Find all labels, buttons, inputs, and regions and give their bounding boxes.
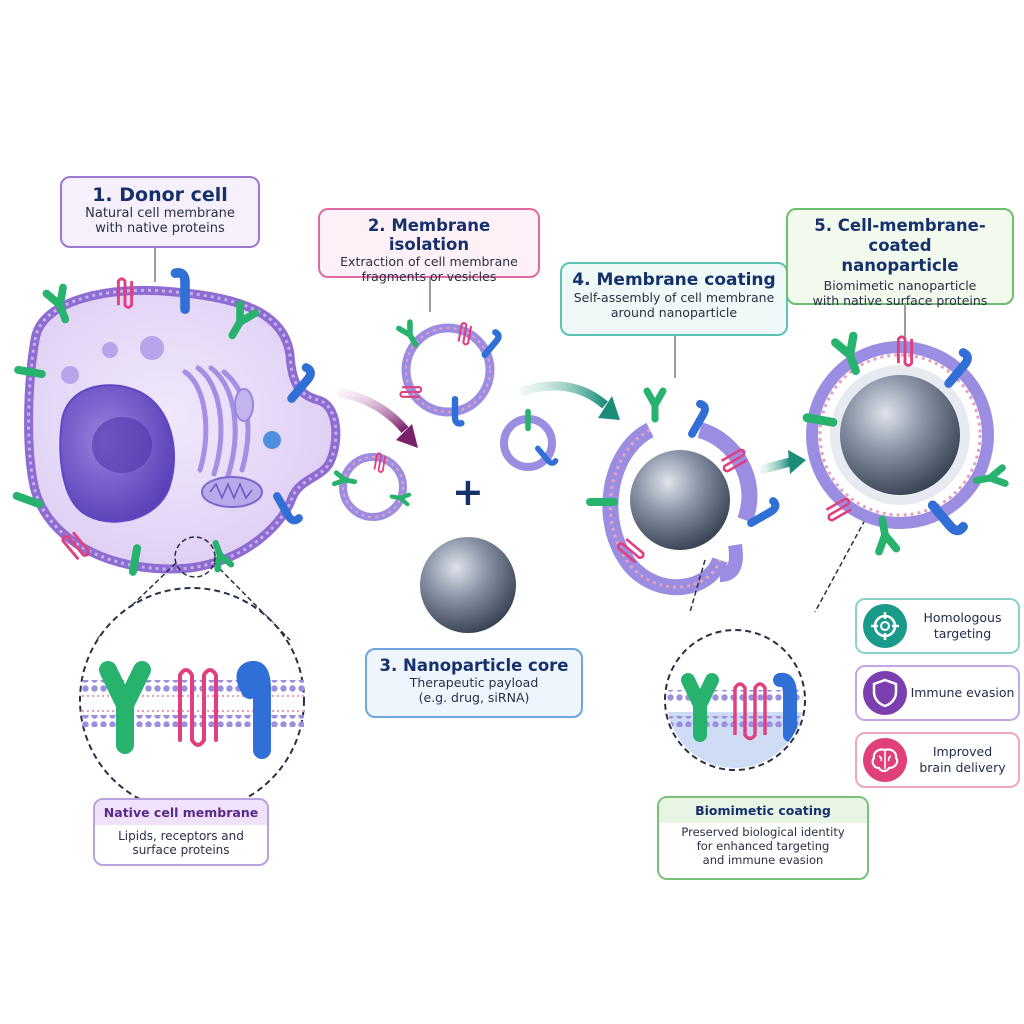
receptor-rod <box>12 491 44 509</box>
plus-sign: + <box>452 470 484 514</box>
surface-receptors <box>12 268 1009 576</box>
nanoparticle-core-label: 3. Nanoparticle core Therapeutic payload… <box>365 648 583 718</box>
nucleolus <box>92 417 152 473</box>
receptor-coil <box>616 537 645 564</box>
receptor-rod <box>802 413 838 427</box>
receptor-y <box>396 319 419 348</box>
nanoparticle-core-desc: Therapeutic payload (e.g. drug, siRNA) <box>409 675 539 705</box>
receptor-blue <box>170 268 190 315</box>
native-membrane-label: Native cell membrane Lipids, receptors a… <box>93 798 269 866</box>
receptor-coil <box>825 497 853 522</box>
receptor-y <box>972 464 1009 487</box>
receptor-blue <box>747 497 780 527</box>
benefit-immune-evasion-label: Immune evasion <box>910 685 1015 701</box>
coated-nanoparticle <box>806 341 994 529</box>
arrow-coating <box>518 381 608 409</box>
biomimetic-coating-desc: Preserved biological identity for enhanc… <box>681 825 845 867</box>
membrane-coating-label: 4. Membrane coating Self-assembly of cel… <box>560 262 788 336</box>
receptor-y <box>389 492 412 507</box>
receptor-blue <box>451 395 465 427</box>
receptor-coil <box>896 335 914 367</box>
receptor-coil <box>61 531 90 561</box>
receptor-blue <box>927 500 968 536</box>
receptor-rod <box>128 544 142 576</box>
receptor-coil <box>116 277 134 309</box>
receptor-y <box>228 300 260 340</box>
receptor-blue <box>535 445 559 466</box>
donor-cell-title: 1. Donor cell <box>92 184 228 206</box>
membrane-coating-desc: Self-assembly of cell membrane around na… <box>573 290 775 320</box>
shield-icon <box>863 671 907 715</box>
receptor-y <box>643 387 667 423</box>
coating-assembly <box>602 422 758 596</box>
brain-icon <box>863 738 907 782</box>
biomimetic-coating-title: Biomimetic coating <box>659 798 867 823</box>
receptor-blue <box>688 399 709 438</box>
receptor-blue <box>273 492 303 525</box>
membrane-coating-title: 4. Membrane coating <box>572 270 776 290</box>
receptor-y <box>42 283 70 324</box>
biomimetic-coating-label: Biomimetic coating Preserved biological … <box>657 796 869 880</box>
membrane-isolation-label: 2. Membrane isolation Extraction of cell… <box>318 208 540 284</box>
target-icon <box>863 604 907 648</box>
native-membrane-desc: Lipids, receptors and surface proteins <box>118 829 244 857</box>
receptor-y <box>875 515 901 556</box>
nanoparticle-core-title: 3. Nanoparticle core <box>379 656 569 675</box>
donor-cell <box>24 285 341 574</box>
membrane-vesicles <box>339 323 556 521</box>
receptor-blue <box>944 348 972 388</box>
arrow-isolation <box>337 387 409 433</box>
leader-lines <box>154 248 906 378</box>
native-membrane-zoom <box>79 536 305 813</box>
coated-nanoparticle-desc: Biomimetic nanoparticle with native surf… <box>812 278 988 309</box>
receptor-coil <box>373 452 387 473</box>
arrow-coated <box>758 457 792 475</box>
donor-cell-label: 1. Donor cell Natural cell membrane with… <box>60 176 260 248</box>
receptor-coil <box>720 448 748 473</box>
benefit-immune-evasion: Immune evasion <box>855 665 1020 721</box>
receptor-y <box>331 470 358 487</box>
receptor-blue <box>481 329 502 359</box>
receptor-y <box>831 331 860 375</box>
coated-nanoparticle-title: 5. Cell-membrane-coated nanoparticle <box>814 216 986 275</box>
native-membrane-title: Native cell membrane <box>95 800 267 825</box>
donor-cell-desc: Natural cell membrane with native protei… <box>85 206 235 236</box>
biomimetic-zoom <box>664 519 866 771</box>
receptor-y <box>212 540 235 573</box>
receptor-coil <box>457 322 473 346</box>
membrane-isolation-desc: Extraction of cell membrane fragments or… <box>340 254 518 284</box>
nanoparticle-core <box>420 537 516 633</box>
receptor-rod <box>14 365 46 379</box>
benefit-brain-delivery: Improved brain delivery <box>855 732 1020 788</box>
mitochondrion <box>201 476 263 508</box>
coated-nanoparticle-label: 5. Cell-membrane-coated nanoparticle Bio… <box>786 208 1014 309</box>
membrane-isolation-title: 2. Membrane isolation <box>367 216 491 254</box>
benefit-homologous-targeting: Homologous targeting <box>855 598 1020 654</box>
benefit-brain-delivery-label: Improved brain delivery <box>919 744 1006 775</box>
receptor-blue <box>287 363 315 403</box>
receptor-coil <box>399 386 423 398</box>
benefit-homologous-targeting-label: Homologous targeting <box>923 610 1002 641</box>
